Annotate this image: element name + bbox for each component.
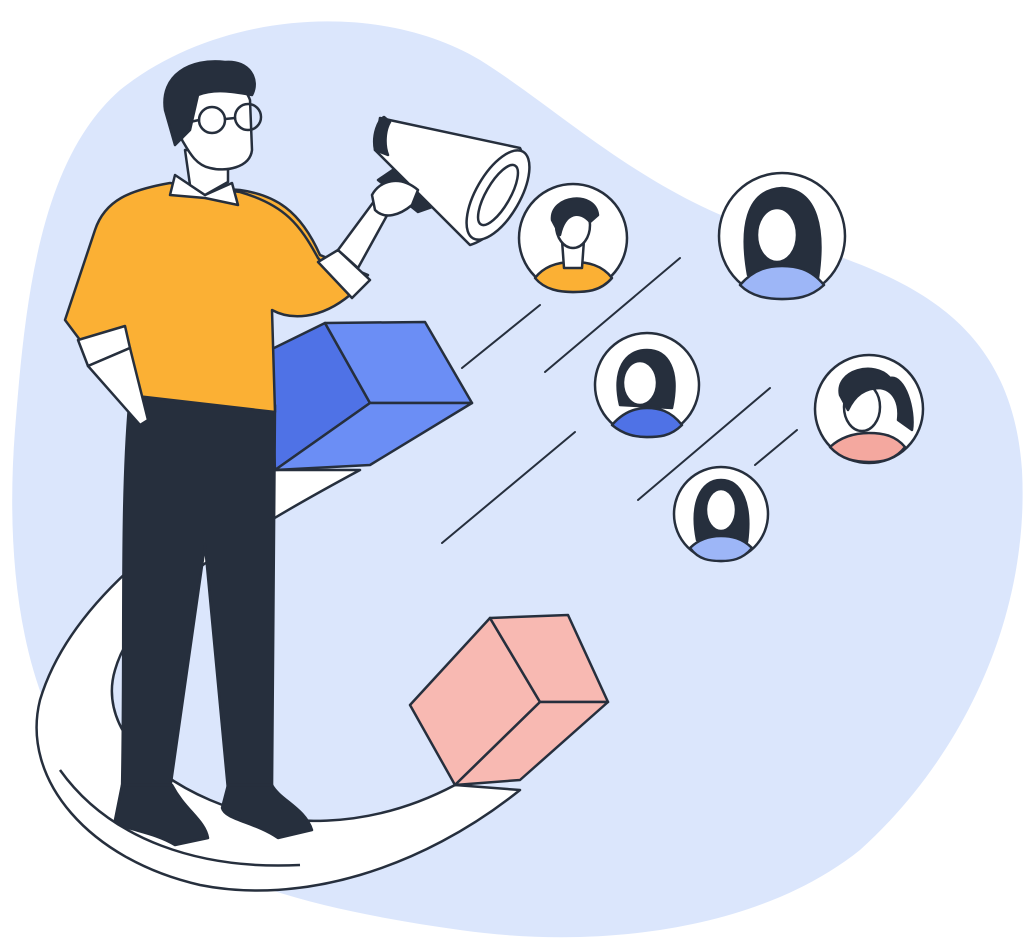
hair xyxy=(163,60,256,147)
left-shoe xyxy=(113,783,210,847)
magnet-north-front xyxy=(273,401,474,472)
person-avatar-icon xyxy=(593,331,701,439)
man-figure xyxy=(63,60,531,847)
person-avatar-icon xyxy=(517,182,629,294)
right-shoe xyxy=(220,783,314,840)
megaphone-icon xyxy=(370,115,531,247)
glasses-icon xyxy=(188,102,263,135)
person-avatar-icon xyxy=(813,353,925,465)
magnet-south-front xyxy=(453,700,610,787)
right-cuff xyxy=(316,248,372,300)
person-avatar-icon xyxy=(717,171,847,301)
pants xyxy=(120,393,277,792)
motion-lines xyxy=(441,257,798,544)
person-avatar-icon xyxy=(672,465,770,563)
